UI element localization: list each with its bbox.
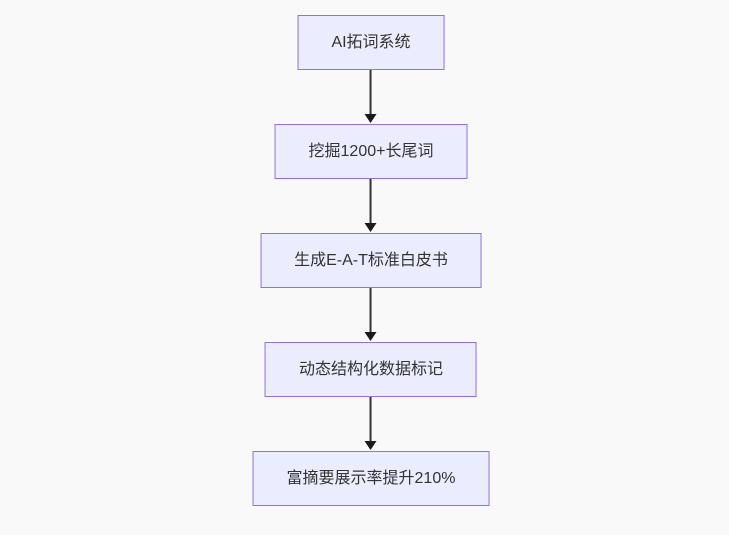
arrow-down-icon: [365, 114, 377, 123]
flow-node-3: 生成E-A-T标准白皮书: [260, 233, 482, 288]
arrow-line: [370, 397, 372, 442]
flow-node-2-label: 挖掘1200+长尾词: [308, 142, 434, 160]
arrow-edge-2: [365, 179, 377, 233]
flow-node-1: AI拓词系统: [297, 15, 445, 70]
arrow-edge-4: [365, 397, 377, 451]
arrow-line: [370, 70, 372, 115]
flowchart: AI拓词系统 挖掘1200+长尾词 生成E-A-T标准白皮书 动态结构化数据标记…: [252, 15, 490, 506]
arrow-line: [370, 179, 372, 224]
flow-node-5-label: 富摘要展示率提升210%: [286, 469, 456, 487]
flow-node-1-label: AI拓词系统: [331, 33, 411, 51]
arrow-down-icon: [365, 441, 377, 450]
arrow-down-icon: [365, 223, 377, 232]
flow-node-4-label: 动态结构化数据标记: [298, 360, 443, 378]
flow-node-3-label: 生成E-A-T标准白皮书: [294, 251, 448, 269]
arrow-down-icon: [365, 332, 377, 341]
arrow-edge-3: [365, 288, 377, 342]
flow-node-2: 挖掘1200+长尾词: [274, 124, 468, 179]
arrow-line: [370, 288, 372, 333]
flow-node-4: 动态结构化数据标记: [264, 342, 477, 397]
flow-node-5: 富摘要展示率提升210%: [252, 451, 490, 506]
arrow-edge-1: [365, 70, 377, 124]
